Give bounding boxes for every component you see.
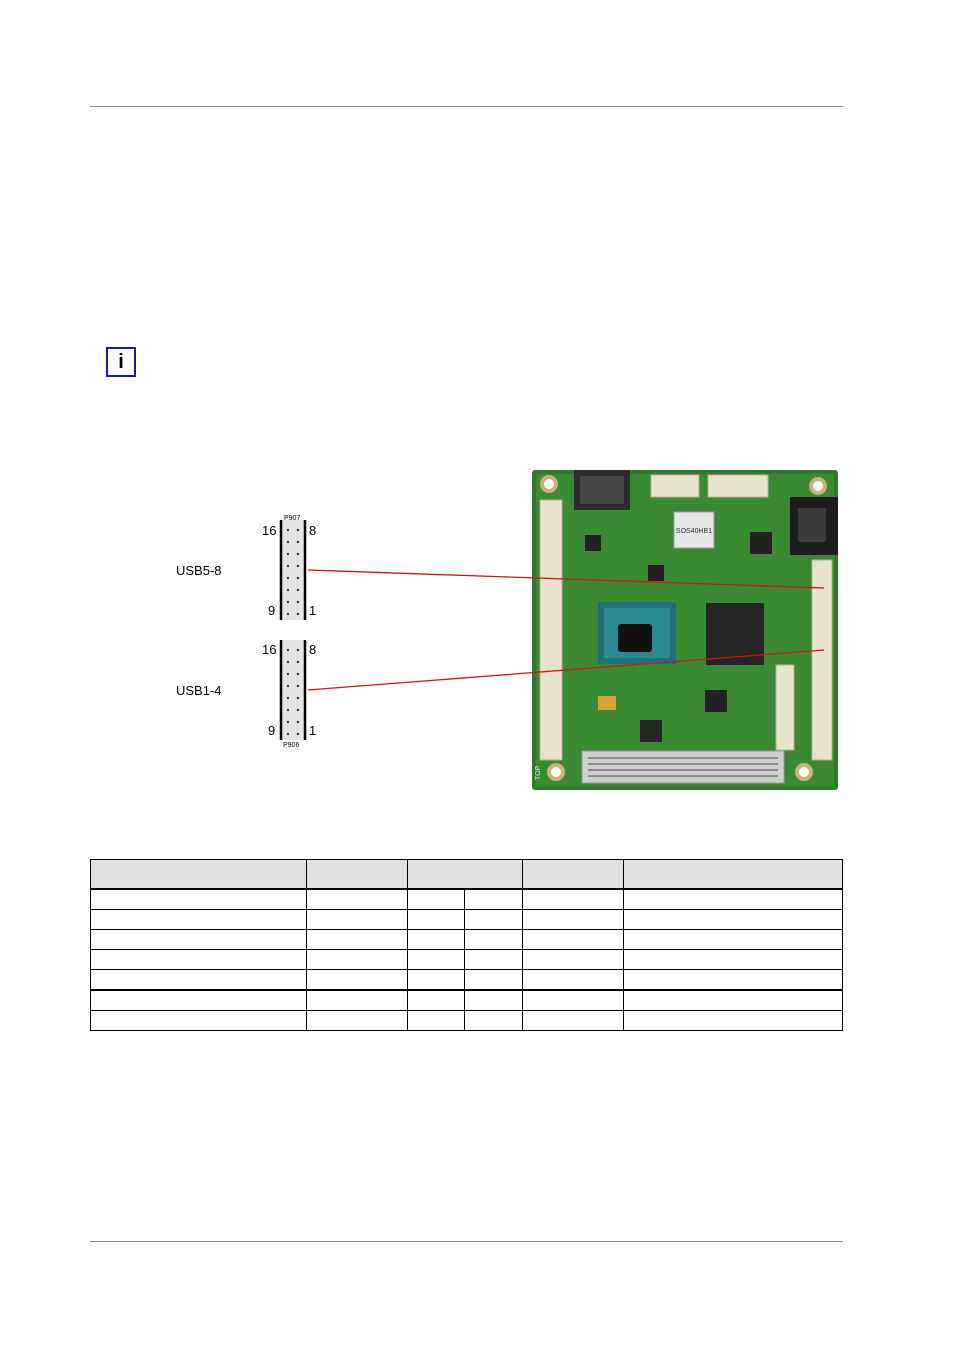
usb5-8-label: USB5-8 (176, 563, 222, 578)
connector-p906: P906 16 8 9 1 (262, 640, 316, 749)
usb1-4-label: USB1-4 (176, 683, 222, 698)
connector-p907: P907 16 8 9 1 (262, 515, 316, 620)
leader-line-usb5-8 (307, 569, 825, 589)
leader-line-usb1-4 (307, 649, 825, 691)
header-cell (407, 859, 523, 890)
table-row (90, 949, 843, 970)
pin-number-top-left: 16 (262, 642, 276, 657)
pin-number-bottom-left: 9 (268, 603, 275, 618)
table-row (90, 989, 843, 1011)
info-icon: i (106, 347, 136, 377)
table-row (90, 909, 843, 930)
pcb-board: SOS40HB1 TOP (532, 470, 838, 790)
footer-rule (90, 1241, 843, 1242)
pin-number-bottom-left: 9 (268, 723, 275, 738)
table-row (90, 1010, 843, 1031)
connector-designator-p906: P906 (283, 742, 299, 749)
header-rule (90, 106, 843, 107)
table-row (90, 888, 843, 910)
pinout-table (90, 859, 843, 1031)
chip-marking: SOS40HB1 (676, 528, 712, 535)
pin-number-top-right: 8 (309, 642, 316, 657)
header-cell (90, 859, 307, 890)
header-cell (522, 859, 624, 890)
table-row (90, 929, 843, 950)
connector-designator-p907: P907 (284, 515, 300, 522)
pin-number-bottom-right: 1 (309, 723, 316, 738)
board-corner-mark: TOP (535, 765, 542, 780)
pin-number-top-left: 16 (262, 523, 276, 538)
table-header-row (90, 859, 843, 890)
header-cell (306, 859, 408, 890)
header-cell (623, 859, 843, 890)
pin-number-top-right: 8 (309, 523, 316, 538)
table-row (90, 969, 843, 991)
connector-diagram: SOS40HB1 TOP P907 (176, 470, 838, 790)
pin-number-bottom-right: 1 (309, 603, 316, 618)
